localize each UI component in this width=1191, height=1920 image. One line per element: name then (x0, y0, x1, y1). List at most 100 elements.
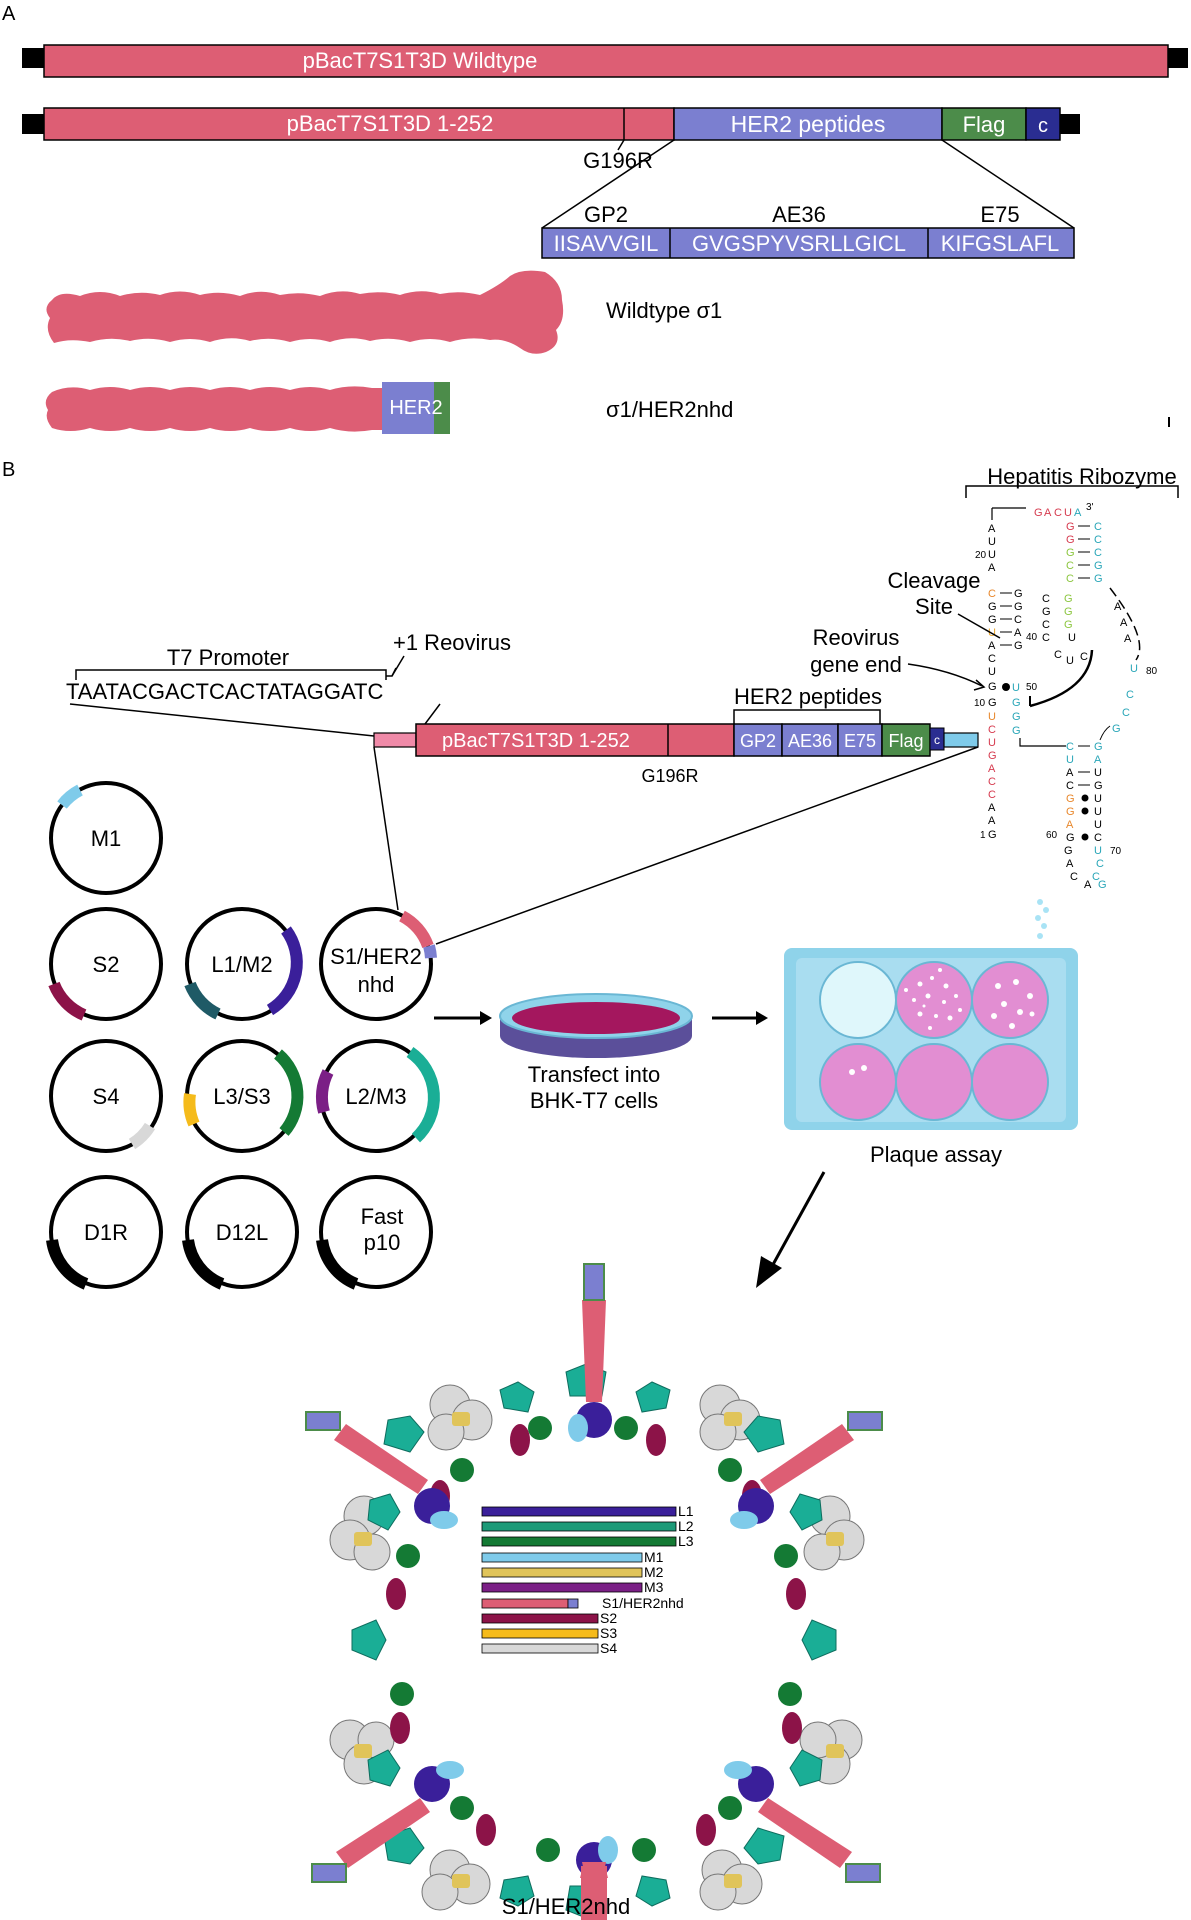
svg-text:G: G (988, 750, 997, 762)
wildtype-sigma1-protein (46, 270, 564, 354)
block-flag: Flag (888, 731, 923, 751)
svg-text:C: C (1066, 560, 1074, 572)
svg-text:G: G (1064, 593, 1073, 605)
svg-text:G: G (1112, 723, 1121, 735)
svg-text:A: A (1114, 601, 1122, 613)
modified-protein-label: σ1/HER2nhd (606, 397, 733, 422)
plasmid-l1m2-label: L1/M2 (211, 952, 272, 977)
svg-text:U: U (1094, 793, 1102, 805)
panel-b-construct-bar: pBacT7S1T3D 1-252 GP2 AE36 E75 Flag c (373, 723, 979, 757)
svg-text:G: G (988, 601, 997, 613)
transfect-label-1: Transfect into (528, 1062, 660, 1087)
svg-text:A: A (988, 763, 996, 775)
plasmid-d12l-label: D12L (216, 1220, 269, 1245)
gene-end-label-2: gene end (810, 652, 902, 677)
svg-text:G: G (1094, 573, 1103, 585)
ribozyme-num-70: 70 (1110, 846, 1122, 857)
svg-text:C: C (1066, 780, 1074, 792)
svg-text:A: A (988, 562, 996, 574)
svg-text:G: G (1066, 793, 1075, 805)
gene-end-label-1: Reovirus (813, 625, 900, 650)
svg-text:G: G (1014, 601, 1023, 613)
c-tag-label: c (1038, 115, 1048, 137)
ribozyme-num-40: 40 (1026, 632, 1038, 643)
plasmid-fastp10-label-1: Fast (361, 1204, 404, 1229)
wildtype-bar-label: pBacT7S1T3D Wildtype (303, 48, 538, 73)
svg-text:U: U (1012, 682, 1020, 694)
block-gp2: GP2 (740, 731, 776, 751)
svg-text:G: G (1034, 507, 1043, 519)
peptide-ae36-seq: GVGSPYVSRLLGICL (692, 231, 906, 256)
workflow-arrow-3 (756, 1171, 826, 1288)
gene-end-arrow (907, 663, 983, 687)
svg-text:C: C (1092, 871, 1100, 883)
ribozyme-bracket (965, 485, 1179, 498)
segment-s3: S3 (600, 1625, 617, 1641)
svg-text:A: A (1074, 507, 1082, 519)
block-ae36: AE36 (788, 731, 832, 751)
segment-l1: L1 (678, 1503, 694, 1519)
plasmid-s4-label: S4 (93, 1084, 120, 1109)
mutant-construct-bar: pBacT7S1T3D 1-252 HER2 peptides Flag c (22, 107, 1080, 141)
segment-s4: S4 (600, 1640, 617, 1656)
block-e75: E75 (844, 731, 876, 751)
panel-divider-tick (1168, 417, 1170, 427)
her2-peptides-bracket-b (733, 709, 881, 724)
svg-text:C: C (1014, 614, 1022, 626)
svg-text:C: C (988, 789, 996, 801)
plaque-assay-label: Plaque assay (870, 1142, 1002, 1167)
her2-peptides-label-b: HER2 peptides (734, 684, 882, 709)
svg-text:U: U (988, 666, 996, 678)
promoter-sequence: TAATACGACTCACTATAGGATC (66, 679, 383, 704)
svg-text:G: G (1014, 640, 1023, 652)
svg-text:A: A (1044, 507, 1052, 519)
svg-text:C: C (1080, 651, 1088, 663)
cleavage-pointer (957, 613, 1001, 639)
ribozyme-num-60: 60 (1046, 830, 1058, 841)
svg-text:U: U (988, 737, 996, 749)
svg-text:A: A (1124, 633, 1132, 645)
svg-text:A: A (1084, 879, 1092, 891)
svg-text:U: U (1094, 845, 1102, 857)
plasmid-fastp10-label-2: p10 (364, 1230, 401, 1255)
svg-text:U: U (1094, 819, 1102, 831)
panel-b-construct-label: pBacT7S1T3D 1-252 (442, 730, 630, 752)
svg-text:C: C (1054, 507, 1062, 519)
plus1-reovirus-label: +1 Reovirus (393, 630, 511, 655)
svg-text:A: A (1120, 617, 1128, 629)
svg-text:C: C (1042, 619, 1050, 631)
svg-text:G: G (1012, 711, 1021, 723)
svg-text:C: C (1094, 521, 1102, 533)
svg-text:C: C (1042, 632, 1050, 644)
svg-text:G: G (1066, 806, 1075, 818)
wildtype-protein-label: Wildtype σ1 (606, 298, 722, 323)
svg-text:G: G (1012, 725, 1021, 737)
svg-text:C: C (1094, 832, 1102, 844)
workflow-arrow-1 (434, 1011, 492, 1025)
svg-text:U: U (1130, 663, 1138, 675)
virus-name-label: S1/HER2nhd (502, 1894, 630, 1919)
svg-text:G: G (1066, 547, 1075, 559)
svg-text:C: C (1042, 593, 1050, 605)
ribozyme-title: Hepatitis Ribozyme (987, 464, 1177, 489)
transfect-label-2: BHK-T7 cells (530, 1088, 658, 1113)
svg-text:G: G (1066, 534, 1075, 546)
segment-s2: S2 (600, 1610, 617, 1626)
svg-text:G: G (1094, 741, 1103, 753)
segment-m1: M1 (644, 1549, 664, 1565)
ribozyme-num-10: 10 (974, 698, 986, 709)
svg-text:C: C (988, 588, 996, 600)
svg-text:C: C (1094, 534, 1102, 546)
block-c: c (934, 733, 940, 747)
culture-dish (499, 993, 693, 1058)
svg-text:U: U (988, 549, 996, 561)
svg-text:C: C (1066, 573, 1074, 585)
svg-text:U: U (988, 711, 996, 723)
svg-text:G: G (1042, 606, 1051, 618)
flag-label: Flag (963, 112, 1006, 137)
svg-text:G: G (988, 697, 997, 709)
svg-text:G: G (1094, 780, 1103, 792)
svg-text:G: G (1098, 879, 1107, 891)
svg-text:U: U (1068, 632, 1076, 644)
